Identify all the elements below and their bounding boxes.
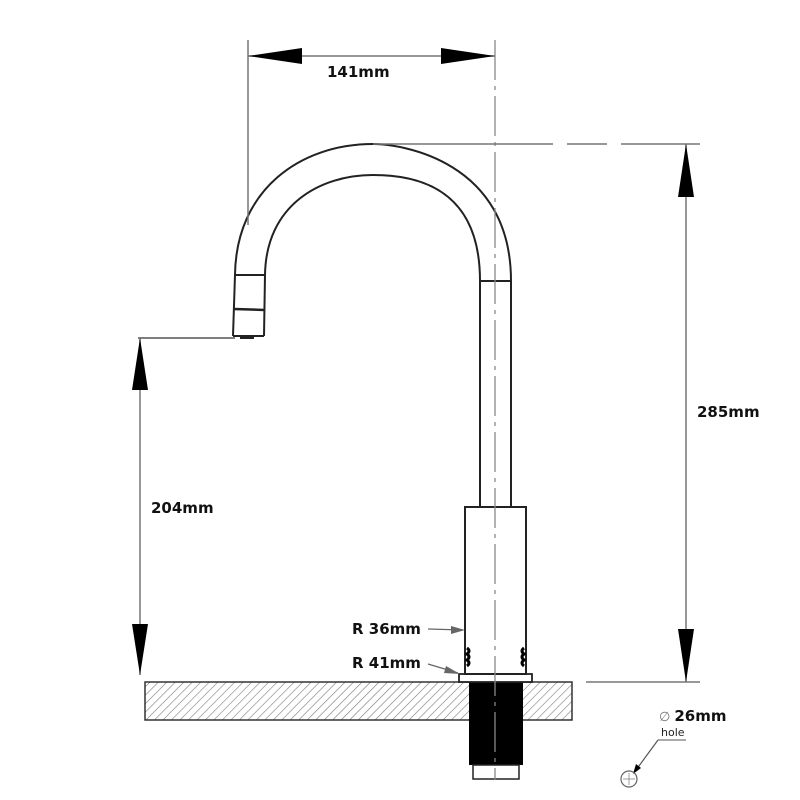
hole-callout (620, 739, 686, 788)
dimension-spout-clearance (132, 337, 235, 675)
total-height-label: 285mm (697, 403, 760, 421)
diameter-symbol-icon: ∅ (659, 710, 671, 725)
spout-clearance-label: 204mm (151, 499, 214, 517)
hole-label: hole (661, 726, 685, 739)
gooseneck-spout (232, 142, 512, 339)
dimension-total-height (373, 143, 700, 683)
radius-leaders (427, 626, 465, 674)
hole-diameter-value: 26mm (674, 707, 727, 725)
body-radius-label: R 36mm (352, 620, 421, 638)
hole-diameter-label: ∅26mm (659, 707, 727, 725)
dimension-spout-reach (247, 40, 495, 225)
base-radius-label: R 41mm (352, 654, 421, 672)
mounting-shank (469, 681, 523, 780)
spout-reach-label: 141mm (327, 63, 390, 81)
